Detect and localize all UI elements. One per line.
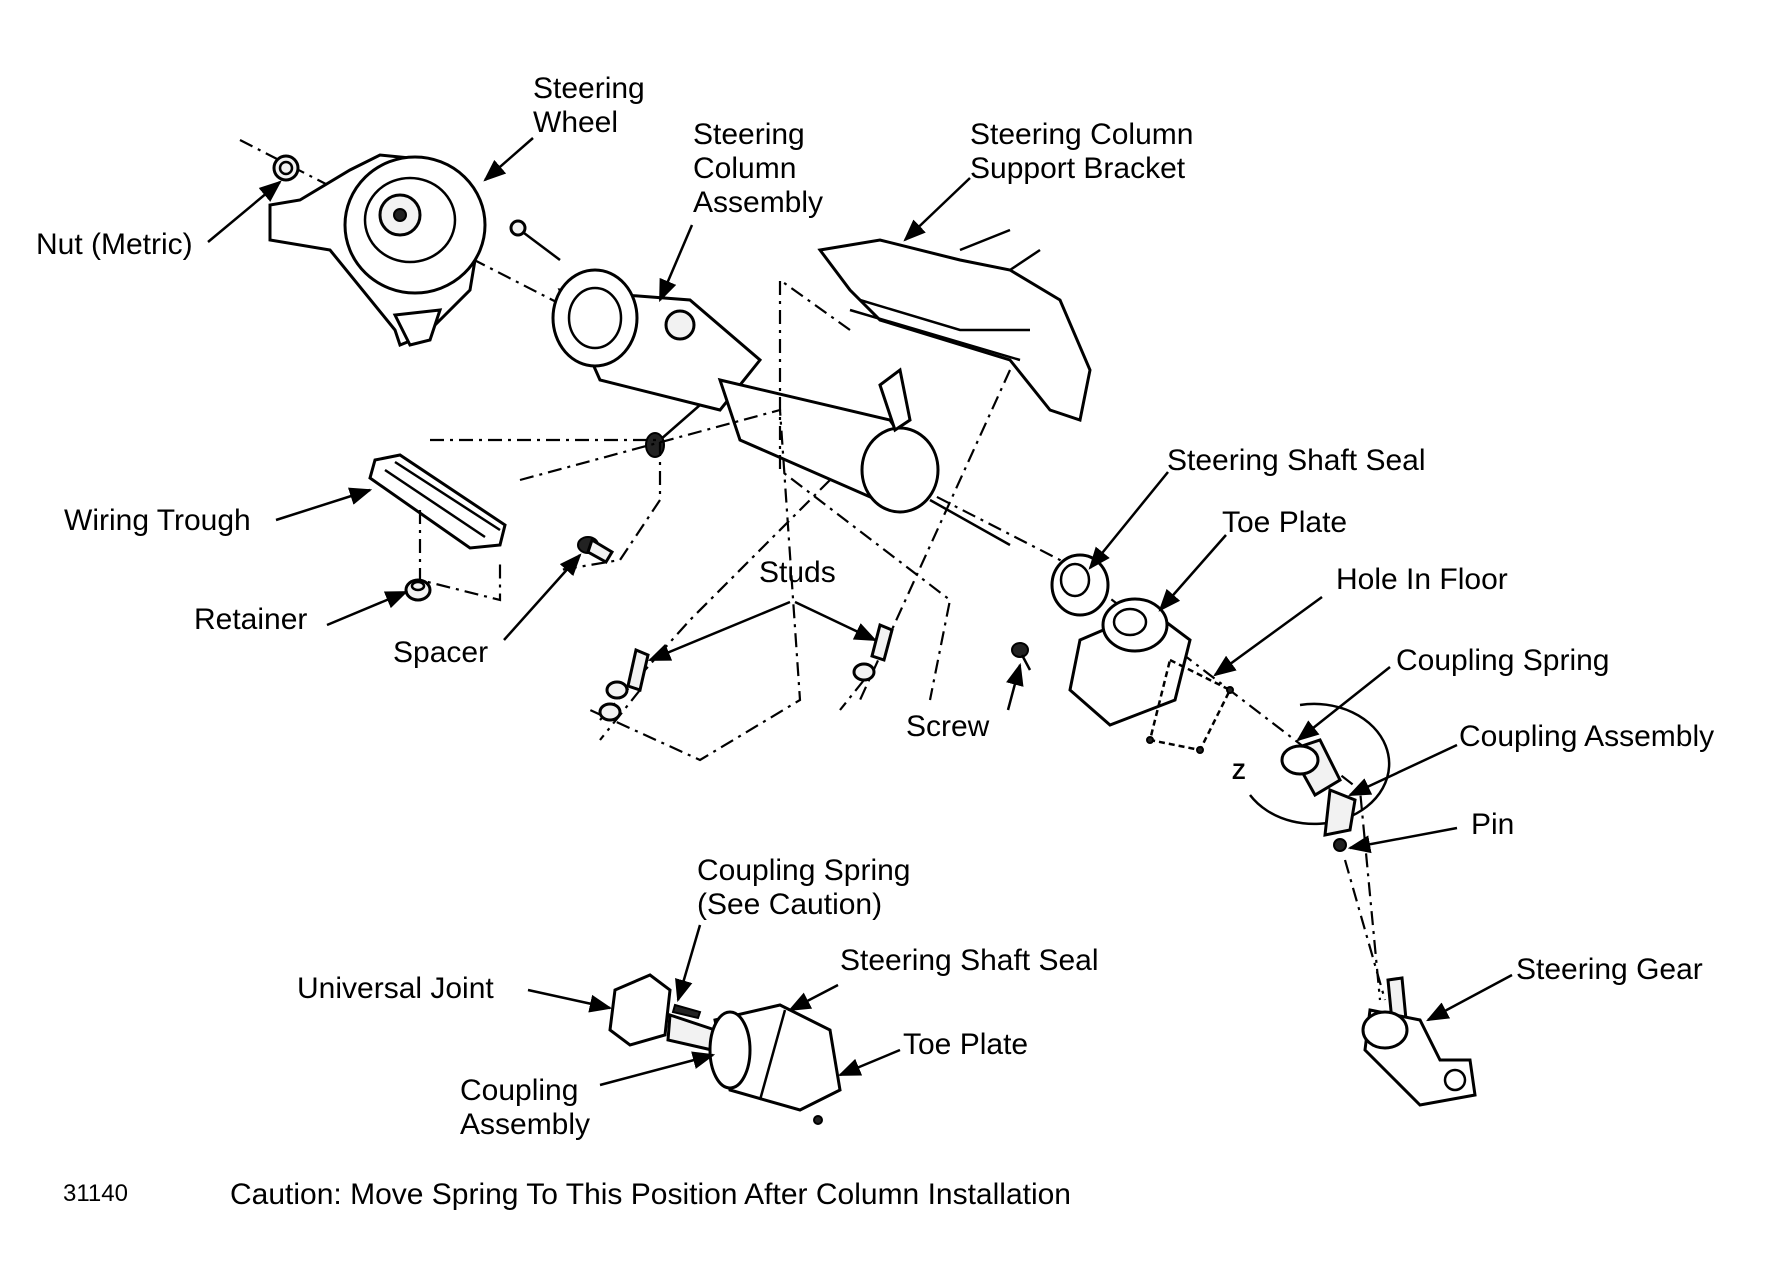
label-hole-in-floor: Hole In Floor	[1336, 563, 1508, 596]
label-retainer: Retainer	[194, 603, 308, 636]
label-toe-plate: Toe Plate	[1222, 506, 1348, 539]
stud-right-part	[839, 622, 894, 711]
label-steering-column-assembly: Steering Column Assembly	[693, 118, 824, 219]
label-coupling-assembly: Coupling Assembly	[1459, 720, 1715, 753]
label-steering-gear: Steering Gear	[1516, 953, 1703, 986]
stud-left-part	[598, 647, 650, 741]
routing-lines	[430, 438, 662, 572]
coupling-detail-part	[1249, 702, 1391, 1001]
caution-note: Caution: Move Spring To This Position Af…	[230, 1178, 1071, 1211]
label-wiring-trough: Wiring Trough	[64, 504, 251, 537]
label-pin: Pin	[1471, 808, 1515, 841]
nut-part	[272, 154, 300, 182]
label-support-bracket: Steering Column Support Bracket	[970, 118, 1194, 185]
label-inset-universal-joint: Universal Joint	[297, 972, 494, 1005]
label-inset-toe-plate: Toe Plate	[903, 1028, 1029, 1061]
label-inset-coupling-spring: Coupling Spring (See Caution)	[697, 854, 911, 921]
wiring-trough-part	[368, 453, 507, 550]
label-steering-shaft-seal: Steering Shaft Seal	[1167, 444, 1426, 477]
steering-shaft-seal-part	[1050, 553, 1110, 617]
hole-in-floor-part	[1146, 658, 1234, 754]
label-inset-coupling-assembly: Coupling Assembly	[460, 1074, 591, 1141]
steering-gear-part	[1361, 976, 1477, 1107]
label-coupling-spring: Coupling Spring	[1396, 644, 1610, 677]
retainer-part	[404, 578, 432, 602]
spacer-part	[577, 536, 615, 565]
main-centerline	[239, 139, 1382, 1001]
label-studs: Studs	[759, 556, 836, 589]
leader-lines	[207, 137, 1513, 1087]
label-screw: Screw	[906, 710, 990, 743]
inset-assembly-part	[608, 973, 842, 1125]
support-bracket-part	[817, 228, 1092, 422]
label-inset-steering-shaft-seal: Steering Shaft Seal	[840, 944, 1099, 977]
steering-wheel-part	[268, 153, 487, 347]
figure-number: 31140	[63, 1180, 128, 1207]
label-z-marker: Z	[1232, 759, 1246, 784]
label-nut-metric: Nut (Metric)	[36, 228, 193, 261]
label-spacer: Spacer	[393, 636, 489, 669]
label-steering-wheel: Steering Wheel	[533, 72, 645, 139]
screw-part	[1011, 642, 1032, 671]
